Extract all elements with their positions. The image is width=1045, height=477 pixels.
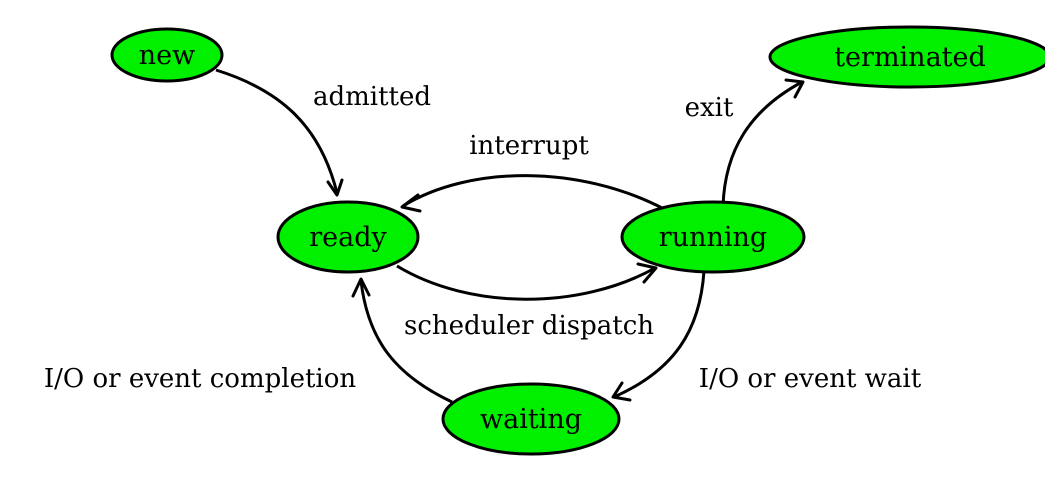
state-waiting: waiting — [441, 382, 621, 456]
state-waiting-label: waiting — [480, 404, 582, 435]
label-io-event-completion: I/O or event completion — [44, 364, 357, 394]
label-io-event-wait: I/O or event wait — [699, 364, 922, 394]
edge-scheduler-dispatch — [396, 262, 658, 301]
label-scheduler-dispatch: scheduler dispatch — [404, 311, 654, 341]
edge-exit — [721, 78, 805, 207]
label-exit: exit — [685, 93, 734, 123]
label-interrupt: interrupt — [469, 131, 589, 161]
arrowhead-icon — [784, 78, 805, 99]
state-new-label: new — [139, 40, 195, 71]
state-terminated: terminated — [768, 25, 1045, 89]
state-terminated-label: terminated — [834, 42, 986, 73]
state-ready-label: ready — [309, 222, 387, 253]
state-running-label: running — [659, 222, 767, 253]
arrowhead-icon — [400, 193, 422, 213]
state-new: new — [110, 27, 224, 83]
arrowhead-icon — [636, 262, 658, 284]
state-running: running — [620, 200, 806, 274]
label-admitted: admitted — [313, 82, 431, 112]
edge-io-event-completion — [351, 277, 453, 404]
arrowhead-icon — [611, 381, 632, 402]
edge-interrupt — [400, 174, 665, 213]
state-ready: ready — [276, 200, 420, 274]
edge-io-event-wait — [611, 270, 706, 402]
arrowhead-icon — [351, 277, 371, 298]
arrowhead-icon — [326, 178, 344, 197]
edge-admitted — [215, 68, 344, 197]
